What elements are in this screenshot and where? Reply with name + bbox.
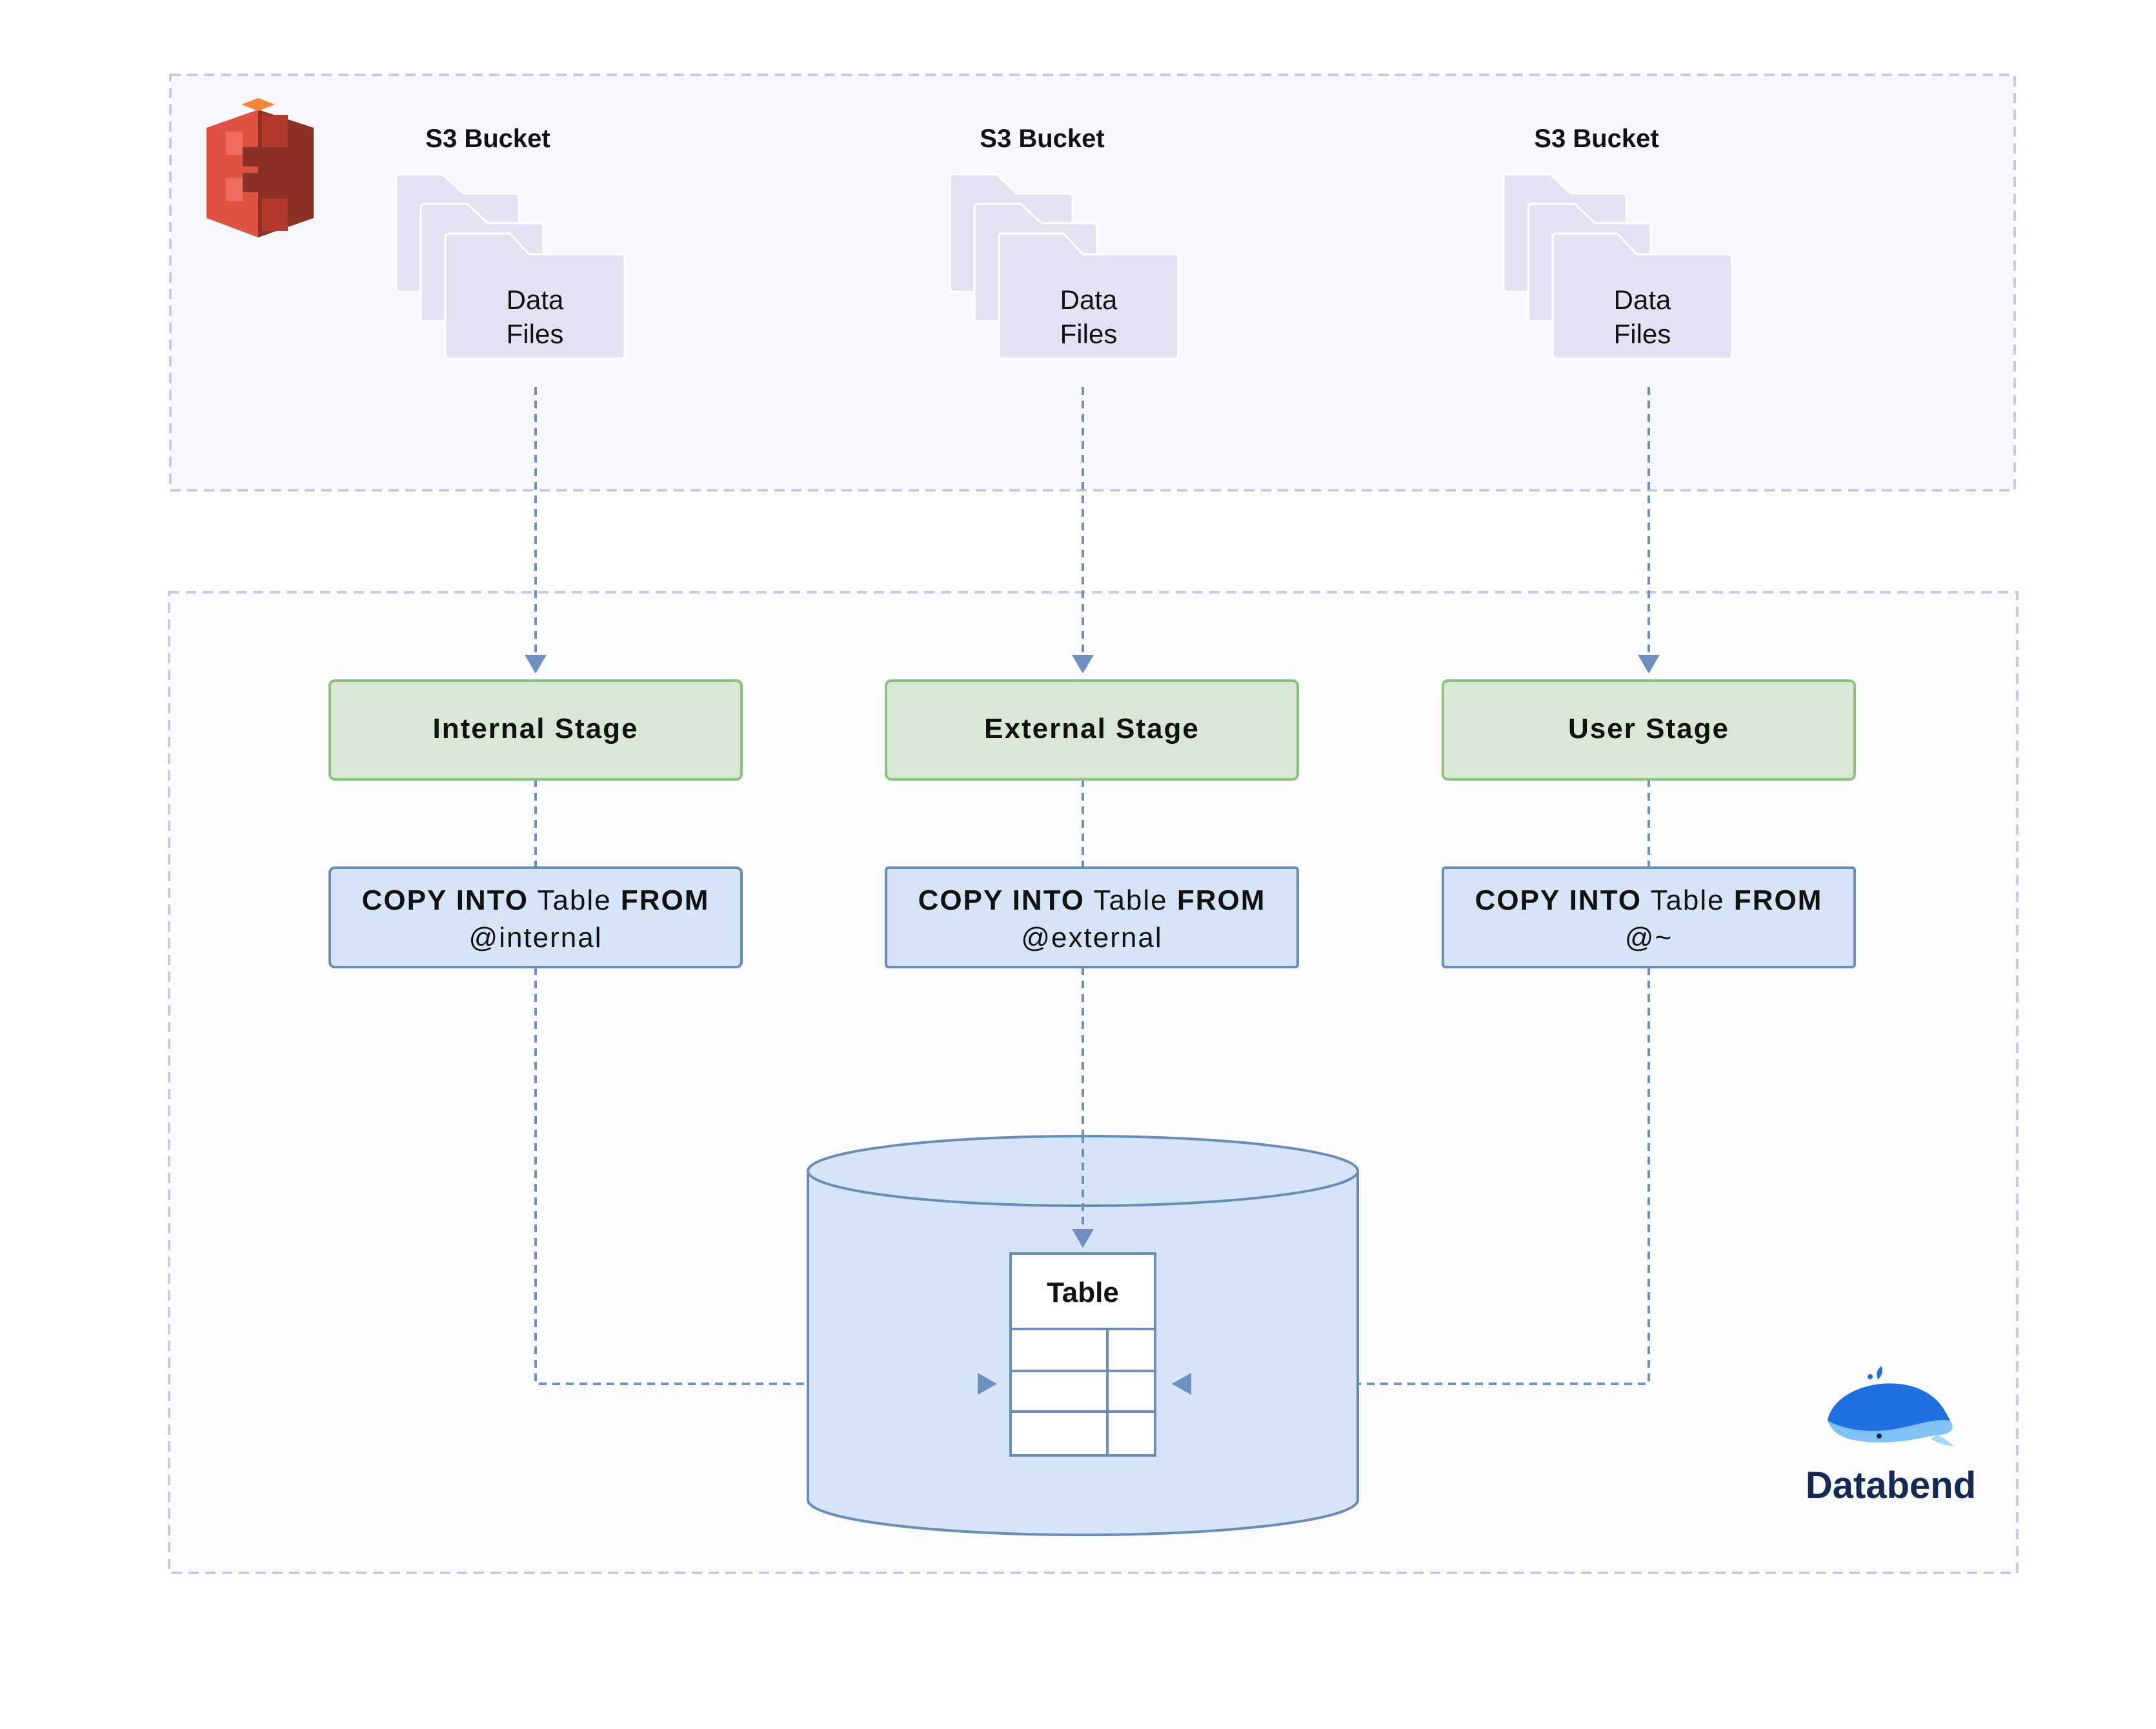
copy-keyword: FROM (1734, 884, 1823, 916)
bucket-title: S3 Bucket (980, 125, 1104, 153)
copy-command-text: COPY INTO Table FROM (362, 884, 710, 916)
copy-source: @internal (469, 922, 603, 954)
bucket-title: S3 Bucket (1534, 125, 1658, 153)
databend-wordmark: Databend (1806, 1464, 1976, 1506)
copy-table-name: Table (537, 884, 611, 916)
copy-source: @external (1021, 922, 1162, 954)
data-files-label: Data (1060, 285, 1118, 315)
copy-command-user: COPY INTO Table FROM @~ (1442, 866, 1856, 968)
table-title: Table (1047, 1277, 1119, 1308)
s3-bucket-3: S3 Bucket Data Files (1502, 125, 1733, 360)
stage-label: Internal Stage (433, 713, 639, 745)
copy-table-name: Table (1093, 884, 1167, 916)
stage-label: User Stage (1568, 713, 1729, 745)
table-icon: Table (1009, 1252, 1156, 1457)
copy-command-internal: COPY INTO Table FROM @internal (328, 866, 743, 968)
stage-user: User Stage (1442, 679, 1856, 781)
s3-bucket-1: S3 Bucket Data Files (395, 125, 626, 360)
copy-keyword: COPY INTO (918, 884, 1085, 916)
data-files-label: Data (1614, 285, 1671, 315)
data-files-label: Files (1614, 319, 1671, 349)
bucket-title: S3 Bucket (425, 125, 550, 153)
copy-keyword: FROM (621, 884, 710, 916)
arrowhead-down (1072, 655, 1094, 674)
arrowhead-down (1072, 1229, 1094, 1248)
arrowhead-down (1638, 655, 1660, 674)
aws-s3-icon (207, 98, 314, 237)
data-files-label: Data (507, 285, 564, 315)
copy-command-text: COPY INTO Table FROM (1475, 884, 1823, 916)
copy-command-text: COPY INTO Table FROM (918, 884, 1266, 916)
copy-source: @~ (1625, 922, 1673, 954)
data-files-label: Files (1060, 319, 1118, 349)
s3-bucket-2: S3 Bucket Data Files (949, 125, 1180, 360)
stage-external: External Stage (885, 679, 1299, 781)
copy-keyword: COPY INTO (362, 884, 529, 916)
arrowhead-left (1172, 1373, 1191, 1395)
databend-whale-icon (1828, 1366, 1954, 1446)
copy-keyword: COPY INTO (1475, 884, 1642, 916)
connector-line (534, 967, 981, 1385)
copy-command-external: COPY INTO Table FROM @external (885, 866, 1299, 968)
stage-label: External Stage (984, 713, 1200, 745)
arrowhead-down (525, 655, 547, 674)
copy-keyword: FROM (1177, 884, 1266, 916)
copy-table-name: Table (1650, 884, 1724, 916)
arrowheads (525, 655, 1660, 674)
data-files-label: Files (507, 319, 564, 349)
arrowhead-right (978, 1373, 997, 1395)
stage-internal: Internal Stage (328, 679, 743, 781)
